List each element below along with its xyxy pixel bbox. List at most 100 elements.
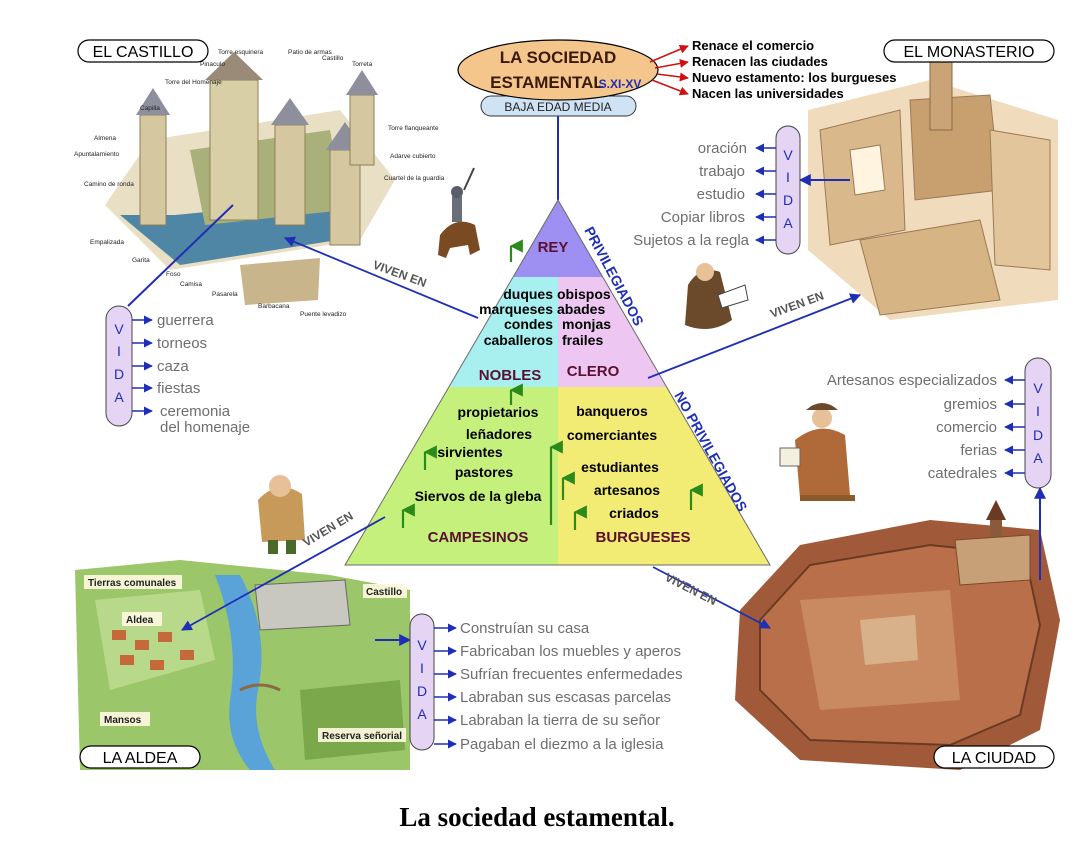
title-subtitle: BAJA EDAD MEDIA [504,100,611,114]
campesino-member: Siervos de la gleba [415,488,542,504]
city-vida-item: catedrales [928,465,997,482]
monastery-label-box: EL MONASTERIO [883,39,1055,63]
burgueses-label: BURGUESES [595,529,690,546]
city-vida-list: Artesanos especializados gremios comerci… [827,372,997,482]
change-item: Renace el comercio [692,38,814,53]
monastery-vida-letter: A [783,215,793,231]
castle-vida-letter: V [114,321,124,337]
monastery-vida-item: oración [698,140,747,157]
change-item: Nacen las universidades [692,86,844,101]
change-item: Renacen las ciudades [692,54,828,69]
castle-part-label: Camino de ronda [84,181,134,188]
burgueses-members: banqueros comerciantes estudiantes artes… [567,403,660,521]
knight-figure [438,167,480,258]
monastery-vida-item: Sujetos a la regla [633,232,750,249]
village-vida-arrows [434,623,457,749]
village-vida-item: Fabricaban los muebles y aperos [460,643,681,660]
burgues-member: banqueros [576,403,648,419]
castle-part-label: Castillo [322,55,344,62]
change-item: Nuevo estamento: los burgueses [692,70,896,85]
pyramid [344,199,771,566]
noble-member: condes [504,316,553,332]
castle-vida-item: fiestas [157,380,200,397]
castle-vida-arrows [132,315,153,416]
peasant-figure [258,475,305,554]
castle-label: EL CASTILLO [93,44,194,61]
figure-caption: La sociedad estamental. [399,802,675,832]
city-vida-item: comercio [936,419,997,436]
diagram-canvas: Torre esquinera Pinaculo Patio de armas … [74,38,1060,770]
title-period: S.XI-XV [599,77,642,91]
village-vida-item: Labraban la tierra de su señor [460,712,660,729]
city-vida-letter: I [1036,403,1040,419]
monastery-label: EL MONASTERIO [904,44,1035,61]
monastery-vida-arrows [755,143,776,245]
changes-arrows [649,44,689,96]
castle-part-label: Barbacana [258,303,290,310]
city-vida-box: V I D A [1024,357,1052,489]
castle-illustration [105,52,395,305]
pyramid-rey [513,200,603,277]
campesino-member: pastores [455,464,514,480]
village-map-label: Aldea [126,615,154,626]
rey-label: REY [538,239,569,256]
clero-member: obispos [557,286,611,302]
campesino-member: leñadores [466,426,532,442]
castle-part-label: Torre esquinera [218,49,264,56]
castle-vida-item: del homenaje [160,419,250,436]
castle-vida-box: V I D A [105,305,133,427]
castle-part-label: Pasarela [212,291,238,298]
monastery-vida-item: trabajo [699,163,745,180]
monastery-vida-letter: V [783,147,793,163]
castle-part-label: Foso [166,271,181,278]
burgues-member: comerciantes [567,427,657,443]
clero-member: frailes [562,332,603,348]
campesino-member: sirvientes [437,444,503,460]
castle-part-label: Torre flanqueante [388,125,439,132]
viven-en-arrows [181,236,862,631]
viven-en-village-label: VIVEN EN [300,509,355,550]
clero-members: obispos abades monjas frailes [557,286,611,348]
clero-member: monjas [562,316,611,332]
castle-part-label: Torre del Homenaje [165,79,222,86]
village-vida-letter: V [417,637,427,653]
city-vida-letter: A [1033,450,1043,466]
monastery-vida-letter: I [786,169,790,185]
noble-member: duques [503,286,553,302]
pyramid-clero [558,277,667,387]
city-vida-letter: V [1033,380,1043,396]
castle-vida-letter: D [114,366,124,382]
village-vida-item: Construían su casa [460,620,590,637]
title-block: BAJA EDAD MEDIA LA SOCIEDAD ESTAMENTAL S… [457,39,659,117]
pyramid-burgueses [558,387,770,565]
castle-part-label: Adarve cubierto [390,153,436,160]
castle-part-label: Torreta [352,61,373,68]
burgues-member: artesanos [594,482,660,498]
castle-vida-letter: A [114,389,124,405]
city-illustration [735,500,1060,770]
title-line2: ESTAMENTAL [490,73,604,92]
noble-member: marqueses [479,301,553,317]
castle-part-label: Empalizada [90,239,124,246]
campesinos-label: CAMPESINOS [428,529,529,546]
burgues-member: estudiantes [581,459,659,475]
village-map-labels: Tierras comunales Aldea Castillo Mansos … [84,575,407,742]
clero-label: CLERO [567,363,620,380]
city-vida-arrows [1004,375,1025,478]
castle-part-label: Cuartel de la guardia [384,175,445,182]
castle-vida-item: torneos [157,335,207,352]
changes-list: Renace el comercio Renacen las ciudades … [692,38,896,101]
village-map-label: Tierras comunales [88,578,177,589]
monastery-illustration [808,40,1058,320]
nobles-members: duques marqueses condes caballeros [479,286,553,348]
clero-member: abades [557,301,605,317]
title-line1: LA SOCIEDAD [500,48,617,67]
upward-arrows [401,239,703,530]
castle-part-label: Almena [94,135,116,142]
village-map-label: Castillo [366,587,402,598]
viven-en-monastery-label: VIVEN EN [768,289,825,321]
city-vida-letter: D [1033,427,1043,443]
castle-part-label: Garita [132,257,150,264]
burgher-figure [779,403,855,501]
monastery-vida-item: Copiar libros [661,209,745,226]
